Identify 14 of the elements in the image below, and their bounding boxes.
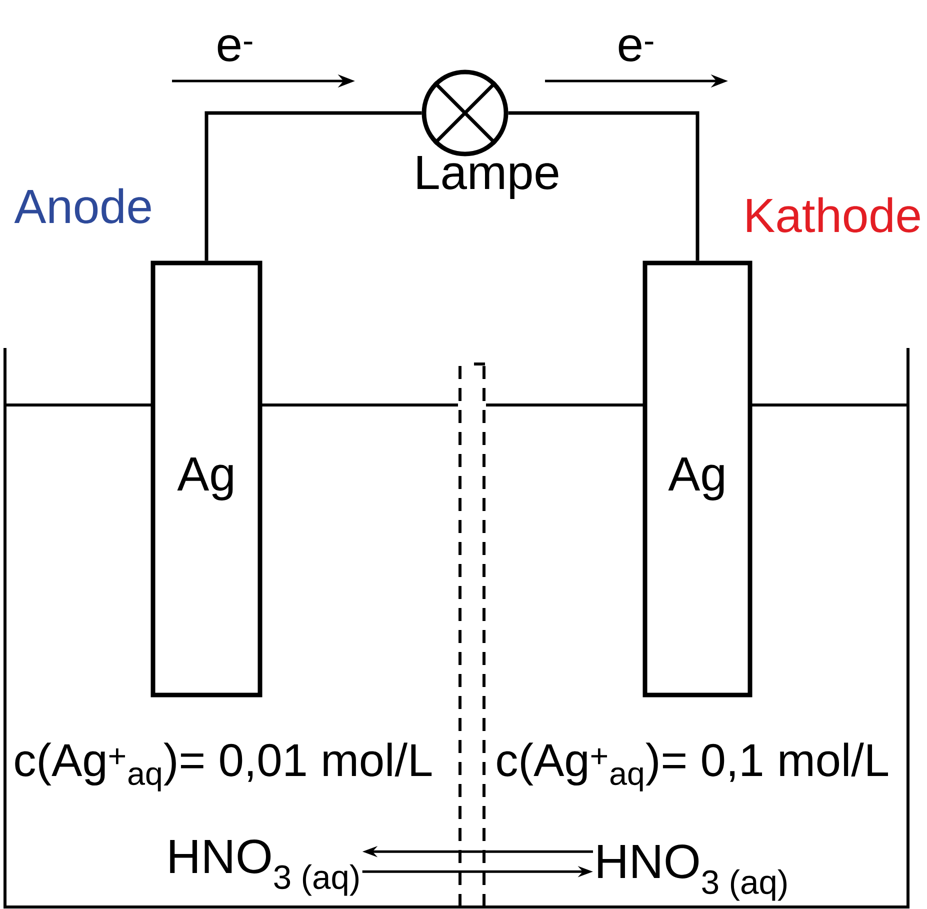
wire — [508, 111, 700, 261]
concentration-label: c(Ag$^{+}$$_{aq}$)= 0,1 mol/L — [497, 742, 888, 792]
electrode-box: Ag — [150, 260, 262, 698]
electrode-label: Kathode — [747, 197, 920, 232]
lamp-symbol — [422, 70, 508, 156]
electrode-label: Anode — [14, 188, 151, 224]
wire — [204, 111, 422, 261]
electron-label: e$^{-}$ — [218, 35, 252, 62]
lamp-label: Lampe — [418, 156, 558, 199]
concentration-label: c(Ag$^{+}$$_{aq}$)= 0,01 mol/L — [15, 742, 432, 792]
electrode-box: Ag — [642, 260, 752, 698]
species-label: HNO$_{3 (aq)}$ — [170, 839, 358, 896]
species-label: HNO$_{3 (aq)}$ — [598, 844, 786, 901]
electron-label: e$^{-}$ — [618, 35, 654, 62]
